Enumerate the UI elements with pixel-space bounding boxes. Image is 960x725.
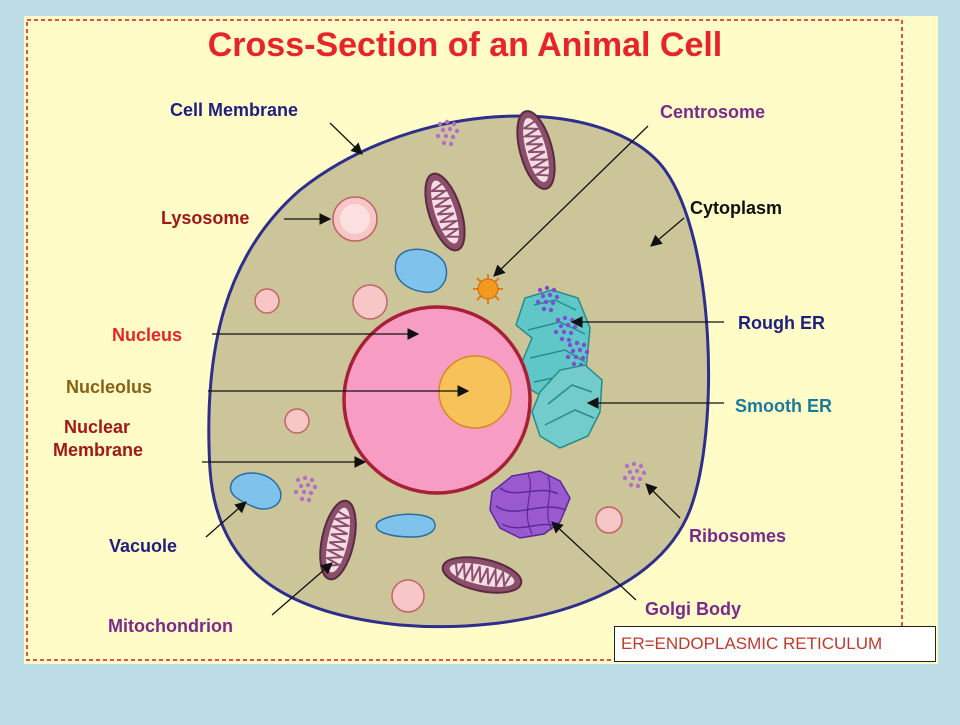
label-golgi-body: Golgi Body	[645, 599, 741, 619]
vacuole-shape	[394, 248, 448, 293]
er-note-text: ER=ENDOPLASMIC RETICULUM	[621, 634, 883, 653]
label-nuclear-line1: Nuclear	[64, 417, 130, 437]
cell-membrane-arrow	[329, 122, 363, 155]
mitochondrion-arrow	[271, 562, 333, 616]
label-mitochondrion: Mitochondrion	[108, 616, 233, 636]
diagram-title: Cross-Section of an Animal Cell	[208, 26, 723, 64]
label-centrosome: Centrosome	[660, 102, 765, 122]
label-nucleolus: Nucleolus	[66, 377, 152, 397]
vesicle-shape	[352, 284, 388, 320]
vacuole-shape	[375, 513, 436, 538]
vacuole-shape	[229, 472, 282, 510]
vesicle-shape	[284, 408, 310, 434]
label-cell-membrane: Cell Membrane	[170, 100, 298, 120]
nucleus-shape	[342, 305, 532, 495]
nucleolus-shape	[438, 355, 512, 429]
label-lysosome: Lysosome	[161, 208, 249, 228]
er-note-box: ER=ENDOPLASMIC RETICULUM	[614, 626, 936, 662]
label-nucleus: Nucleus	[112, 325, 182, 345]
vesicle-shape	[391, 579, 425, 613]
vesicle-shape	[595, 506, 623, 534]
ribosomes-arrow	[645, 483, 681, 519]
label-smooth-er: Smooth ER	[735, 396, 832, 416]
vacuole-arrow	[205, 501, 247, 538]
label-ribosomes: Ribosomes	[689, 526, 786, 546]
centrosome-shape	[473, 274, 503, 304]
smooth-er-shape	[531, 364, 603, 449]
label-nuclear-line2: Membrane	[53, 440, 143, 460]
centrosome-arrow	[493, 125, 649, 277]
vesicle-shape	[254, 288, 280, 314]
label-cytoplasm: Cytoplasm	[690, 198, 782, 218]
label-vacuole: Vacuole	[109, 536, 177, 556]
panel-dashed-border	[26, 19, 903, 661]
golgi-body-arrow	[551, 521, 637, 601]
lysosome-core	[340, 204, 370, 234]
label-rough-er: Rough ER	[738, 313, 825, 333]
cytoplasm-arrow	[650, 217, 685, 247]
